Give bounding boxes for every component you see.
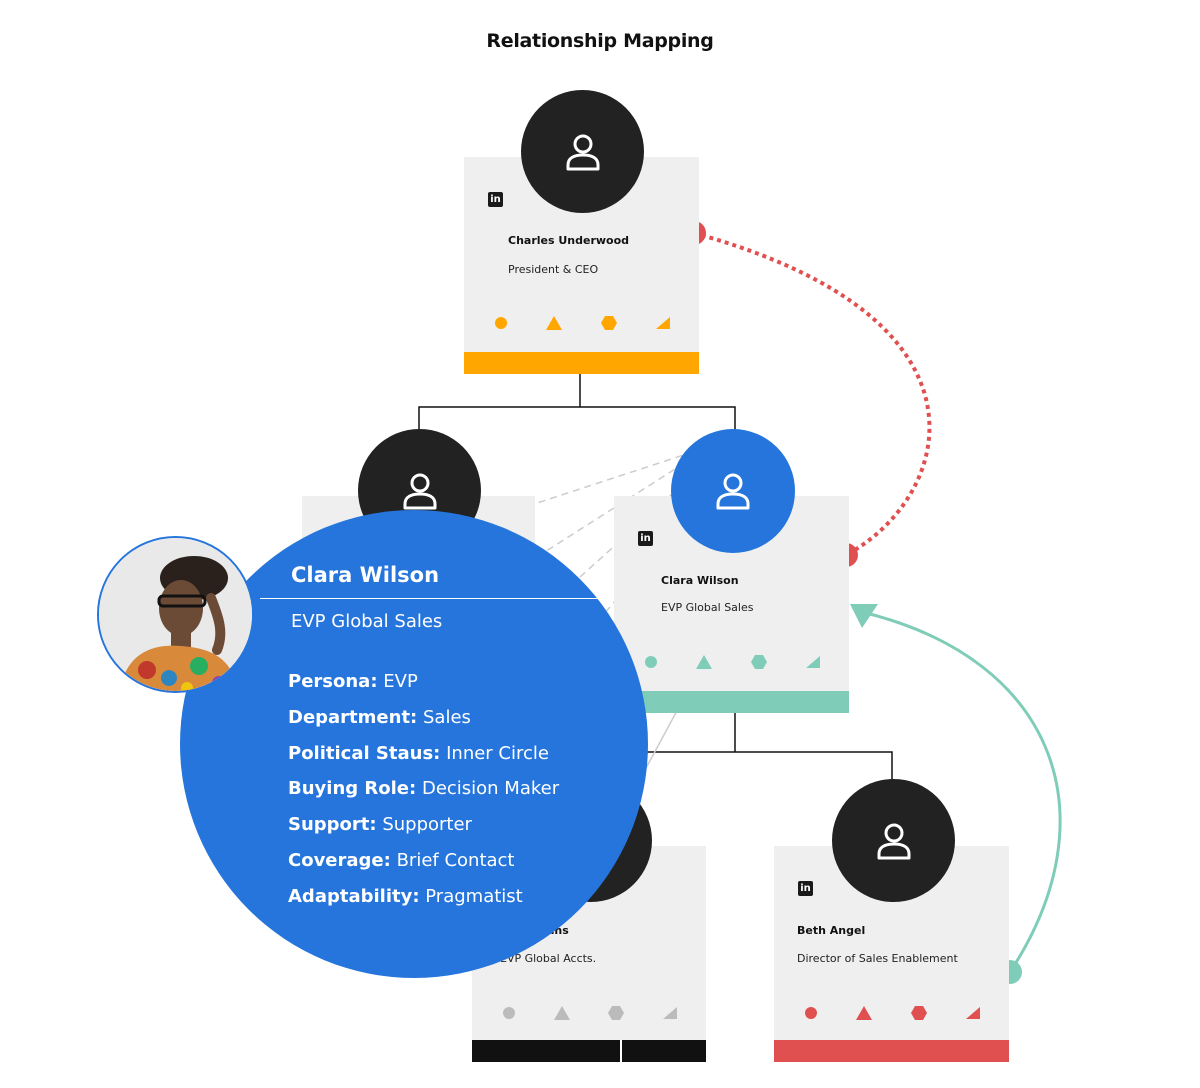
wedge-icon	[656, 317, 670, 329]
user-icon	[877, 823, 910, 859]
wedge-icon	[662, 1007, 677, 1019]
attr-department: Department: Sales	[288, 706, 471, 728]
status-bar	[472, 1040, 706, 1062]
status-bar	[614, 691, 849, 713]
shape-row	[804, 1005, 981, 1021]
red-dotted-curve	[693, 231, 932, 557]
hexagon-icon	[751, 655, 767, 669]
popup-title: EVP Global Sales	[291, 611, 443, 632]
shape-row	[644, 654, 821, 670]
triangle-icon	[856, 1006, 872, 1020]
user-icon	[716, 473, 750, 510]
avatar-beth[interactable]	[832, 779, 955, 902]
triangle-icon	[546, 316, 562, 330]
teal-arrow-curve	[861, 610, 1062, 973]
hexagon-icon	[608, 1006, 625, 1020]
avatar-charles[interactable]	[521, 90, 644, 213]
user-icon	[566, 134, 599, 170]
status-bar	[464, 352, 699, 374]
circle-icon	[503, 1007, 515, 1019]
person-role: President & CEO	[508, 263, 599, 276]
popup-divider	[260, 598, 600, 599]
attr-support: Support: Supporter	[288, 814, 472, 836]
popup-attributes: Persona: EVP Department: Sales Political…	[288, 664, 559, 915]
person-role: EVP Global Accts.	[500, 952, 597, 965]
hexagon-icon	[911, 1006, 927, 1020]
shape-row	[502, 1005, 678, 1021]
avatar-clara[interactable]	[671, 429, 795, 553]
linkedin-icon[interactable]: in	[488, 192, 503, 207]
profile-photo	[97, 536, 254, 693]
person-card-charles[interactable]: in Charles Underwood President & CEO	[464, 157, 699, 374]
person-role: EVP Global Sales	[661, 601, 754, 614]
person-name: Charles Underwood	[508, 234, 630, 247]
linkedin-icon[interactable]: in	[798, 881, 813, 896]
hexagon-icon	[601, 316, 617, 330]
user-icon	[403, 473, 436, 509]
shape-row	[494, 315, 671, 331]
circle-icon	[805, 1007, 817, 1019]
wedge-icon	[966, 1007, 980, 1019]
teal-arrow-head	[850, 604, 878, 628]
wedge-icon	[806, 656, 820, 668]
person-name: Clara Wilson	[661, 574, 739, 587]
attr-political-status: Political Staus: Inner Circle	[288, 742, 549, 764]
page-title: Relationship Mapping	[486, 30, 714, 52]
linkedin-icon[interactable]: in	[638, 531, 653, 546]
circle-icon	[645, 656, 657, 668]
person-name: Beth Angel	[797, 924, 866, 937]
triangle-icon	[696, 655, 712, 669]
person-card-clara[interactable]: in Clara Wilson EVP Global Sales	[614, 496, 849, 713]
popup-name: Clara Wilson	[291, 563, 440, 587]
status-bar	[774, 1040, 1009, 1062]
bar-divider	[620, 1040, 622, 1062]
tree-line-top	[418, 374, 736, 430]
attr-buying-role: Buying Role: Decision Maker	[288, 778, 560, 800]
attr-persona: Persona: EVP	[288, 671, 418, 692]
person-role: Director of Sales Enablement	[797, 952, 958, 965]
attr-coverage: Coverage: Brief Contact	[288, 849, 515, 871]
circle-icon	[495, 317, 507, 329]
triangle-icon	[553, 1006, 570, 1020]
attr-adaptability: Adaptability: Pragmatist	[288, 885, 523, 907]
person-detail-popup[interactable]: Clara Wilson EVP Global Sales Persona: E…	[180, 510, 648, 978]
